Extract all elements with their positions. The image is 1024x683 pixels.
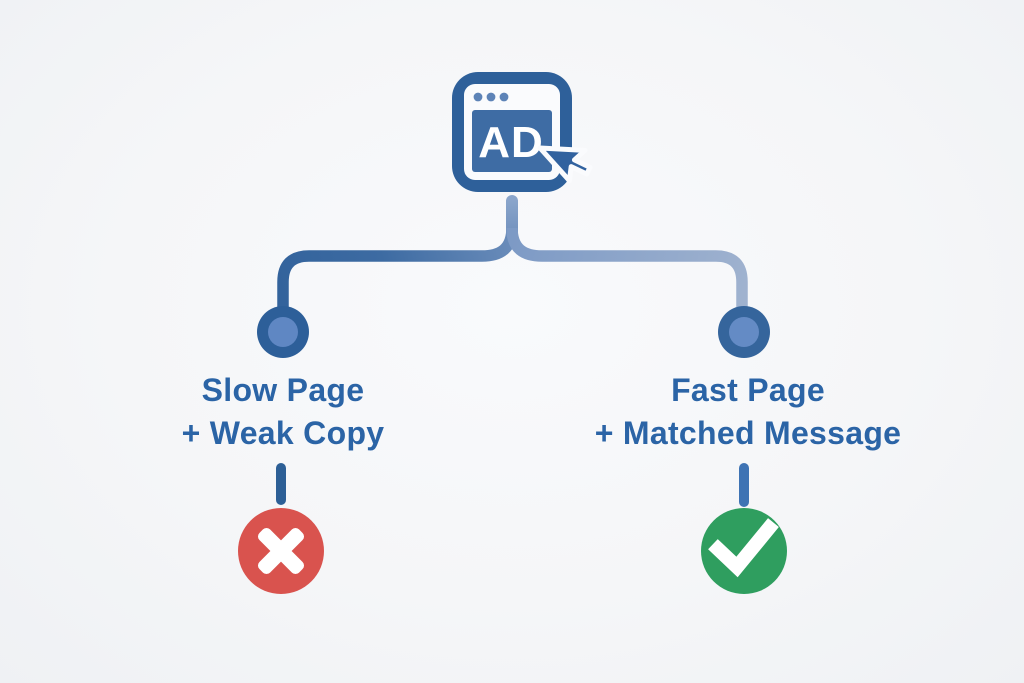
left-status-connector: [276, 463, 286, 505]
right-branch-label-line1: Fast Page: [671, 372, 825, 408]
connector-branch-right: [506, 227, 748, 307]
check-icon: [708, 518, 779, 578]
ad-browser-icon: AD: [452, 72, 593, 192]
cross-icon: [257, 527, 305, 575]
ad-panel: [472, 110, 552, 172]
success-badge: [701, 508, 787, 594]
node-left-inner: [268, 317, 298, 347]
connector-tree: [257, 195, 770, 358]
left-branch-label-line1: Slow Page: [201, 372, 365, 408]
ad-label: AD: [478, 118, 544, 167]
browser-dots-icon: [473, 92, 509, 102]
left-branch-label-line2: + Weak Copy: [181, 415, 385, 451]
connector-branch-left: [277, 227, 518, 307]
cursor-icon: [537, 145, 593, 184]
right-branch-label: Fast Page + Matched Message: [595, 369, 902, 455]
node-right-inner: [729, 317, 759, 347]
right-status-connector: [739, 463, 749, 507]
right-branch-label-line2: + Matched Message: [594, 415, 902, 451]
left-branch-label: Slow Page + Weak Copy: [182, 369, 385, 455]
fail-badge: [238, 508, 324, 594]
